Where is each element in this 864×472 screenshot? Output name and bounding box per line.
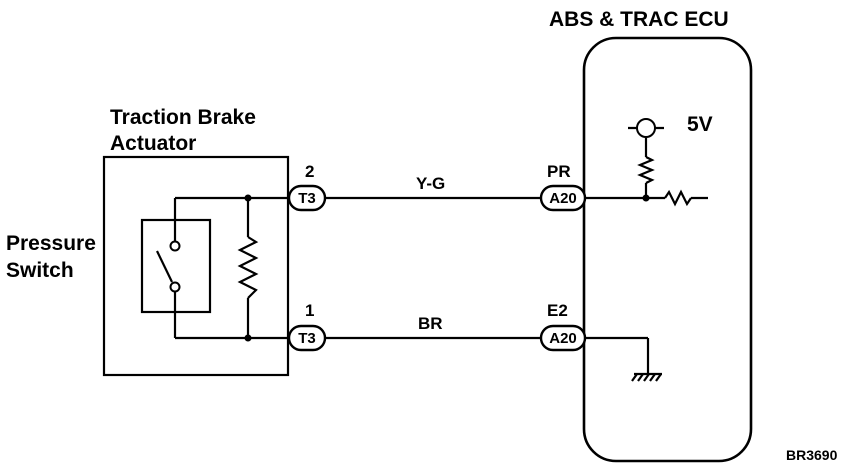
actuator-resistor-icon xyxy=(237,236,259,299)
actuator-box xyxy=(102,155,290,377)
ecu-internal-pullup xyxy=(585,138,708,207)
connector-a20-upper-label: A20 xyxy=(549,190,577,207)
actuator-title-line2: Actuator xyxy=(110,132,196,155)
pressure-switch-contacts xyxy=(156,198,181,338)
connector-a20-lower-label: A20 xyxy=(549,330,577,347)
connector-t3-upper-label: T3 xyxy=(298,190,316,207)
supply-5v-label: 5V xyxy=(687,113,713,136)
connector-t3-lower-label: T3 xyxy=(298,330,316,347)
wire-upper-color: Y-G xyxy=(416,174,445,193)
actuator-pin-upper: 2 xyxy=(305,162,314,181)
pressure-switch-label-line1: Pressure xyxy=(6,232,96,255)
supply-5v-icon xyxy=(628,118,664,138)
actuator-pin-lower: 1 xyxy=(305,301,314,320)
ecu-ground xyxy=(585,336,662,376)
pressure-switch-label-line2: Switch xyxy=(6,259,74,282)
connector-a20-upper: A20 xyxy=(539,184,587,212)
actuator-title-line1: Traction Brake xyxy=(110,106,256,129)
wire-lower-color: BR xyxy=(418,314,443,333)
ecu-pin-upper: PR xyxy=(547,162,571,181)
ecu-box xyxy=(582,36,753,463)
connector-t3-lower: T3 xyxy=(287,324,327,352)
figure-code: BR3690 xyxy=(786,447,838,463)
connector-a20-lower: A20 xyxy=(539,324,587,352)
connector-t3-upper: T3 xyxy=(287,184,327,212)
ground-icon xyxy=(631,373,662,382)
actuator-internal-wiring xyxy=(175,194,290,342)
ecu-pin-lower: E2 xyxy=(547,301,568,320)
ecu-title: ABS & TRAC ECU xyxy=(549,8,729,31)
